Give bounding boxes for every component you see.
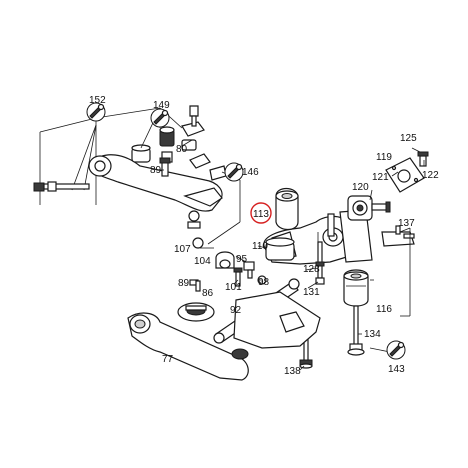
stud-128 xyxy=(315,241,325,285)
bushing-116 xyxy=(343,269,369,307)
long-bolt xyxy=(33,181,90,192)
label-125: 125 xyxy=(400,133,417,144)
mount-110 xyxy=(265,237,295,261)
small-fasteners-upper xyxy=(159,153,227,249)
lower-control-arm xyxy=(127,291,321,381)
label-119: 119 xyxy=(376,152,392,163)
label-152: 152 xyxy=(89,95,106,106)
label-131: 131 xyxy=(303,287,320,298)
label-86: 86 xyxy=(202,288,214,299)
bushing-149-group xyxy=(131,105,205,163)
stud-134 xyxy=(347,305,365,356)
label-113: 113 xyxy=(253,209,269,220)
upper-control-arm xyxy=(88,154,223,212)
label-77: 77 xyxy=(162,354,174,365)
bushing-113 xyxy=(275,187,299,231)
label-107: 107 xyxy=(174,244,191,255)
part-number-labels: 152 149 80 89 146 113 107 104 95 110 101… xyxy=(89,95,439,377)
wrench-icon-152 xyxy=(86,102,106,122)
highlight-circle-113 xyxy=(250,202,272,224)
label-89-lower: 89 xyxy=(178,278,190,289)
label-95: 95 xyxy=(236,254,248,265)
washer-86 xyxy=(177,302,215,322)
label-116: 116 xyxy=(376,304,392,315)
label-128: 128 xyxy=(303,264,320,275)
label-137: 137 xyxy=(398,218,415,229)
label-104: 104 xyxy=(194,256,211,267)
label-92: 92 xyxy=(230,305,242,316)
label-98: 98 xyxy=(258,277,270,288)
wrench-icon-143 xyxy=(386,340,406,360)
label-121: 121 xyxy=(372,172,389,183)
bushing-120-121 xyxy=(347,195,391,221)
label-138: 138 xyxy=(284,366,301,377)
mount-plate-119 xyxy=(385,151,429,193)
label-120: 120 xyxy=(352,182,369,193)
clamp-137 xyxy=(381,225,415,247)
label-134: 134 xyxy=(364,329,381,340)
wrench-icon-146 xyxy=(224,162,244,182)
label-101: 101 xyxy=(225,282,242,293)
label-149: 149 xyxy=(153,100,170,111)
label-122: 122 xyxy=(422,170,439,181)
wrench-icon-149 xyxy=(150,108,170,128)
label-89-upper: 89 xyxy=(150,165,162,176)
label-110: 110 xyxy=(252,241,268,252)
label-80: 80 xyxy=(176,144,188,155)
label-146: 146 xyxy=(242,167,259,178)
label-143: 143 xyxy=(388,364,405,375)
